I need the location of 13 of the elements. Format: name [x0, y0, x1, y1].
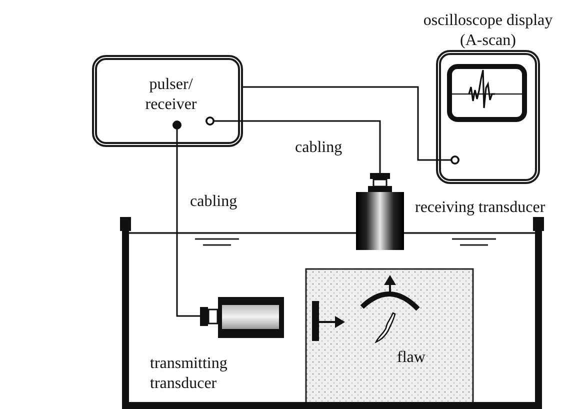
- pulser-receiver-box: [92, 55, 243, 147]
- transducer: [356, 173, 404, 250]
- transducer: [200, 297, 284, 338]
- cable-line: [243, 86, 436, 161]
- cable-line: [243, 120, 381, 173]
- transducer-label: transmitting transducer: [150, 354, 228, 394]
- device-label: pulser/ receiver: [144, 75, 198, 115]
- transducer-label: receiving transducer: [415, 198, 546, 218]
- cable-label: cabling: [295, 138, 342, 158]
- device-title: oscilloscope display (A-scan): [422, 11, 554, 51]
- flaw-label: flaw: [397, 348, 426, 368]
- cable-line: [176, 147, 200, 317]
- cable-label: cabling: [190, 192, 238, 212]
